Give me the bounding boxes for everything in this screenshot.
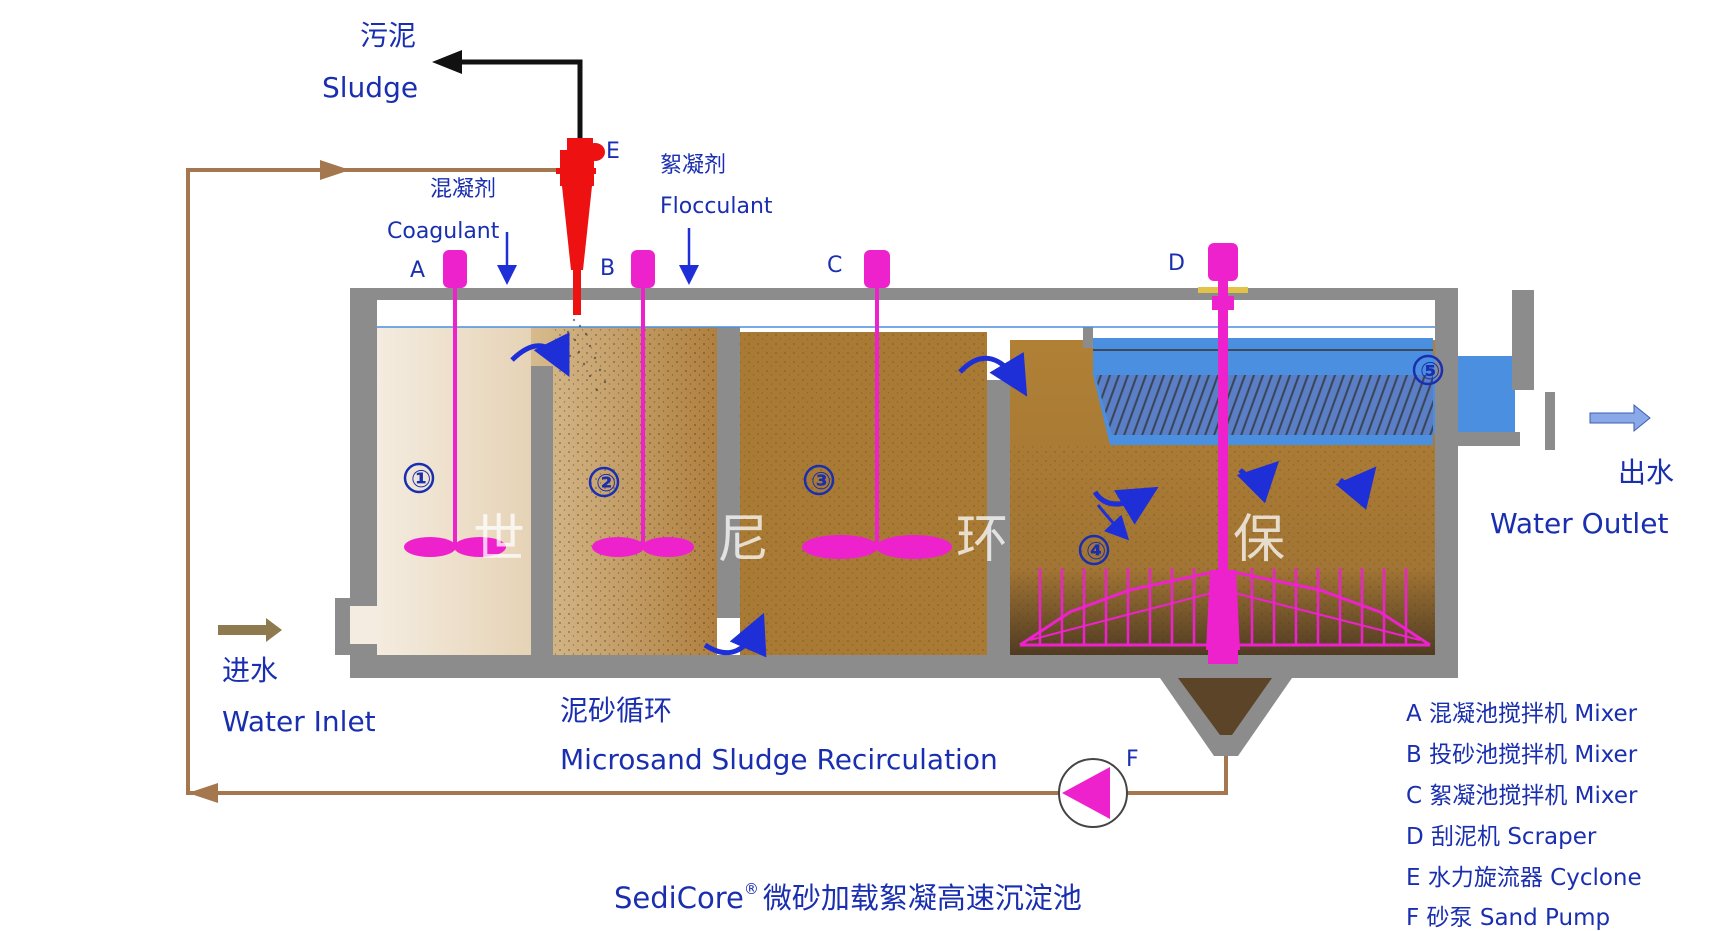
inlet-label-cn: 进水 <box>222 654 278 687</box>
flocculant-label-en: Flocculant <box>660 194 773 219</box>
recirculation-label-en: Microsand Sludge Recirculation <box>560 743 998 776</box>
legend-item-e: E 水力旋流器 Cyclone <box>1406 865 1642 891</box>
watermark-1: 世 <box>473 510 525 570</box>
flocculant-label-cn: 絮凝剂 <box>660 153 726 178</box>
sludge-label-en: Sludge <box>322 71 418 104</box>
legend-item-f: F 砂泵 Sand Pump <box>1406 905 1610 931</box>
zone-5-ring <box>1412 354 1444 386</box>
outlet-arrow <box>1589 403 1651 433</box>
sludge-label-cn: 污泥 <box>360 19 416 52</box>
tank-top-gap-settle <box>1093 300 1435 338</box>
equipment-legend: A 混凝池搅拌机 Mixer B 投砂池搅拌机 Mixer C 絮凝池搅拌机 M… <box>1406 701 1642 931</box>
mixer-b <box>592 250 694 557</box>
title-brand: SediCore <box>614 881 744 915</box>
mixer-a <box>404 250 506 557</box>
outlet-label-en: Water Outlet <box>1490 507 1668 540</box>
cyclone-letter: E <box>606 139 620 164</box>
coagulant-label-en: Coagulant <box>387 219 500 244</box>
legend-item-a: A 混凝池搅拌机 Mixer <box>1406 701 1638 727</box>
cyclone <box>556 138 605 315</box>
flow-arrow-down <box>1096 504 1130 541</box>
coagulant-label-cn: 混凝剂 <box>430 177 496 202</box>
sludge-hopper-inner <box>1178 678 1272 735</box>
sand-pump <box>1058 758 1128 828</box>
title-registered: ® <box>744 880 759 898</box>
scraper <box>1019 243 1431 664</box>
inlet-arrow <box>218 618 282 642</box>
outlet-label-cn: 出水 <box>1618 456 1674 489</box>
sand-texture-3 <box>740 332 987 657</box>
lamella-tube-settler <box>1095 375 1433 435</box>
recirculation-arrow-up <box>320 160 350 180</box>
legend-item-b: B 投砂池搅拌机 Mixer <box>1406 742 1638 768</box>
zone-2-ring <box>588 466 620 498</box>
diagram-title: SediCore®微砂加载絮凝高速沉淀池 <box>614 880 1082 915</box>
recirculation-label-cn: 泥砂循环 <box>560 694 672 727</box>
mixer-b-letter: B <box>600 256 615 281</box>
watermark-3: 环 <box>956 510 1008 570</box>
zone-4-label: ④ <box>1086 537 1106 565</box>
zone-4-ring <box>1078 534 1110 566</box>
pump-letter: F <box>1126 747 1139 772</box>
zone-3-label: ③ <box>811 467 831 495</box>
zone-1-ring <box>403 462 435 494</box>
sand-texture-2 <box>553 327 717 657</box>
tank-walls <box>335 288 1555 678</box>
sludge-discharge-pipe <box>455 59 583 140</box>
title-cn: 微砂加载絮凝高速沉淀池 <box>763 881 1082 915</box>
recirculation-arrow-left <box>188 783 218 803</box>
legend-item-d: D 刮泥机 Scraper <box>1406 824 1597 850</box>
flow-arrows <box>510 332 1377 658</box>
zone-1-label: ① <box>411 465 431 493</box>
watermark-4: 保 <box>1233 510 1285 570</box>
inlet-pipe <box>350 606 380 644</box>
inlet-label-en: Water Inlet <box>222 705 376 738</box>
mixer-c-letter: C <box>827 253 842 278</box>
watermark-2: 尼 <box>717 510 769 570</box>
zone-5-label: ⑤ <box>1420 357 1440 385</box>
mixer-c <box>802 250 952 559</box>
mixer-a-letter: A <box>410 258 425 283</box>
scraper-letter: D <box>1168 251 1185 276</box>
zone-2-label: ② <box>596 469 616 497</box>
sludge-arrow <box>432 50 462 74</box>
zone-3-ring <box>803 464 835 496</box>
legend-item-c: C 絮凝池搅拌机 Mixer <box>1406 783 1638 809</box>
